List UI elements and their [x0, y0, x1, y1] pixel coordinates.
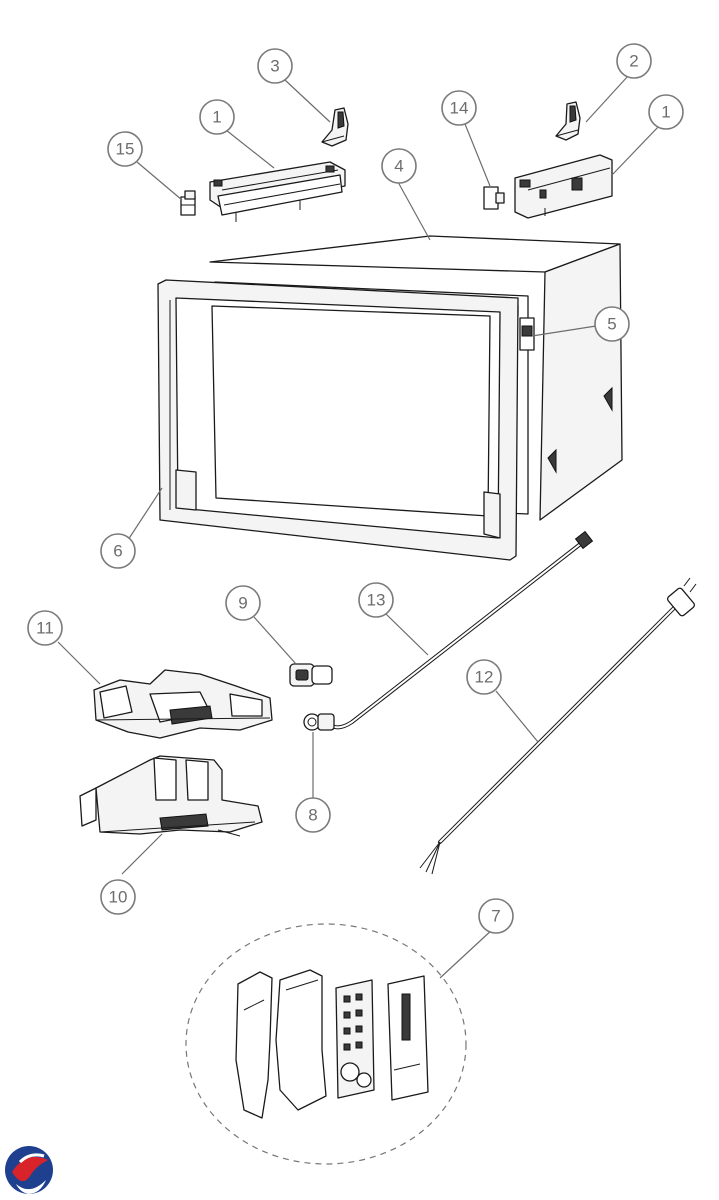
- callout-11: 11: [27, 610, 63, 646]
- callout-7: 7: [478, 898, 514, 934]
- callout-15: 15: [107, 131, 143, 167]
- callout-12: 12: [466, 659, 502, 695]
- callout-label: 1: [661, 103, 670, 122]
- callout-3: 3: [257, 48, 293, 84]
- electronics-group-part: [185, 923, 467, 1165]
- rail-right-part: [514, 154, 613, 219]
- leader-lines: [57, 75, 661, 979]
- callout-label: 12: [475, 668, 494, 687]
- callout-2: 2: [616, 43, 652, 79]
- callout-1-right: 1: [648, 94, 684, 130]
- callout-label: 7: [491, 907, 500, 926]
- callout-label: 2: [629, 52, 638, 71]
- door-latch-part: [519, 317, 535, 351]
- callout-4: 4: [381, 148, 417, 184]
- callout-label: 8: [308, 806, 317, 825]
- hinge-bracket-right-part: [555, 101, 581, 141]
- bracket-11-part: [93, 669, 273, 739]
- callout-6: 6: [100, 533, 136, 569]
- callout-5: 5: [594, 306, 630, 342]
- bracket-10-part: [79, 755, 263, 837]
- callout-14: 14: [441, 90, 477, 126]
- front-frame-part: [157, 279, 519, 561]
- callout-label: 5: [607, 315, 616, 334]
- rail-left-part: [209, 161, 346, 222]
- callout-label: 10: [109, 888, 128, 907]
- callout-label: 11: [36, 619, 54, 638]
- callout-label: 14: [450, 99, 469, 118]
- callout-label: 15: [116, 140, 135, 159]
- brand-logo-icon: [5, 1146, 53, 1194]
- callout-13: 13: [358, 582, 394, 618]
- clip-right-part: [483, 186, 505, 210]
- callout-label: 9: [238, 594, 247, 613]
- hinge-bracket-left-part: [321, 107, 349, 147]
- callout-9: 9: [225, 585, 261, 621]
- connector-8-part: [303, 713, 335, 731]
- power-cable-13-part: [330, 530, 594, 730]
- callout-label: 6: [113, 542, 122, 561]
- callout-8: 8: [295, 797, 331, 833]
- sensor-9-part: [289, 663, 333, 687]
- power-cord-12-part: [419, 577, 697, 875]
- clip-left-part: [180, 190, 196, 216]
- callout-label: 3: [270, 57, 279, 76]
- callout-label: 13: [367, 591, 386, 610]
- callout-10: 10: [100, 879, 136, 915]
- callout-1-left: 1: [199, 99, 235, 135]
- callout-label: 4: [394, 157, 403, 176]
- callout-label: 1: [212, 108, 221, 127]
